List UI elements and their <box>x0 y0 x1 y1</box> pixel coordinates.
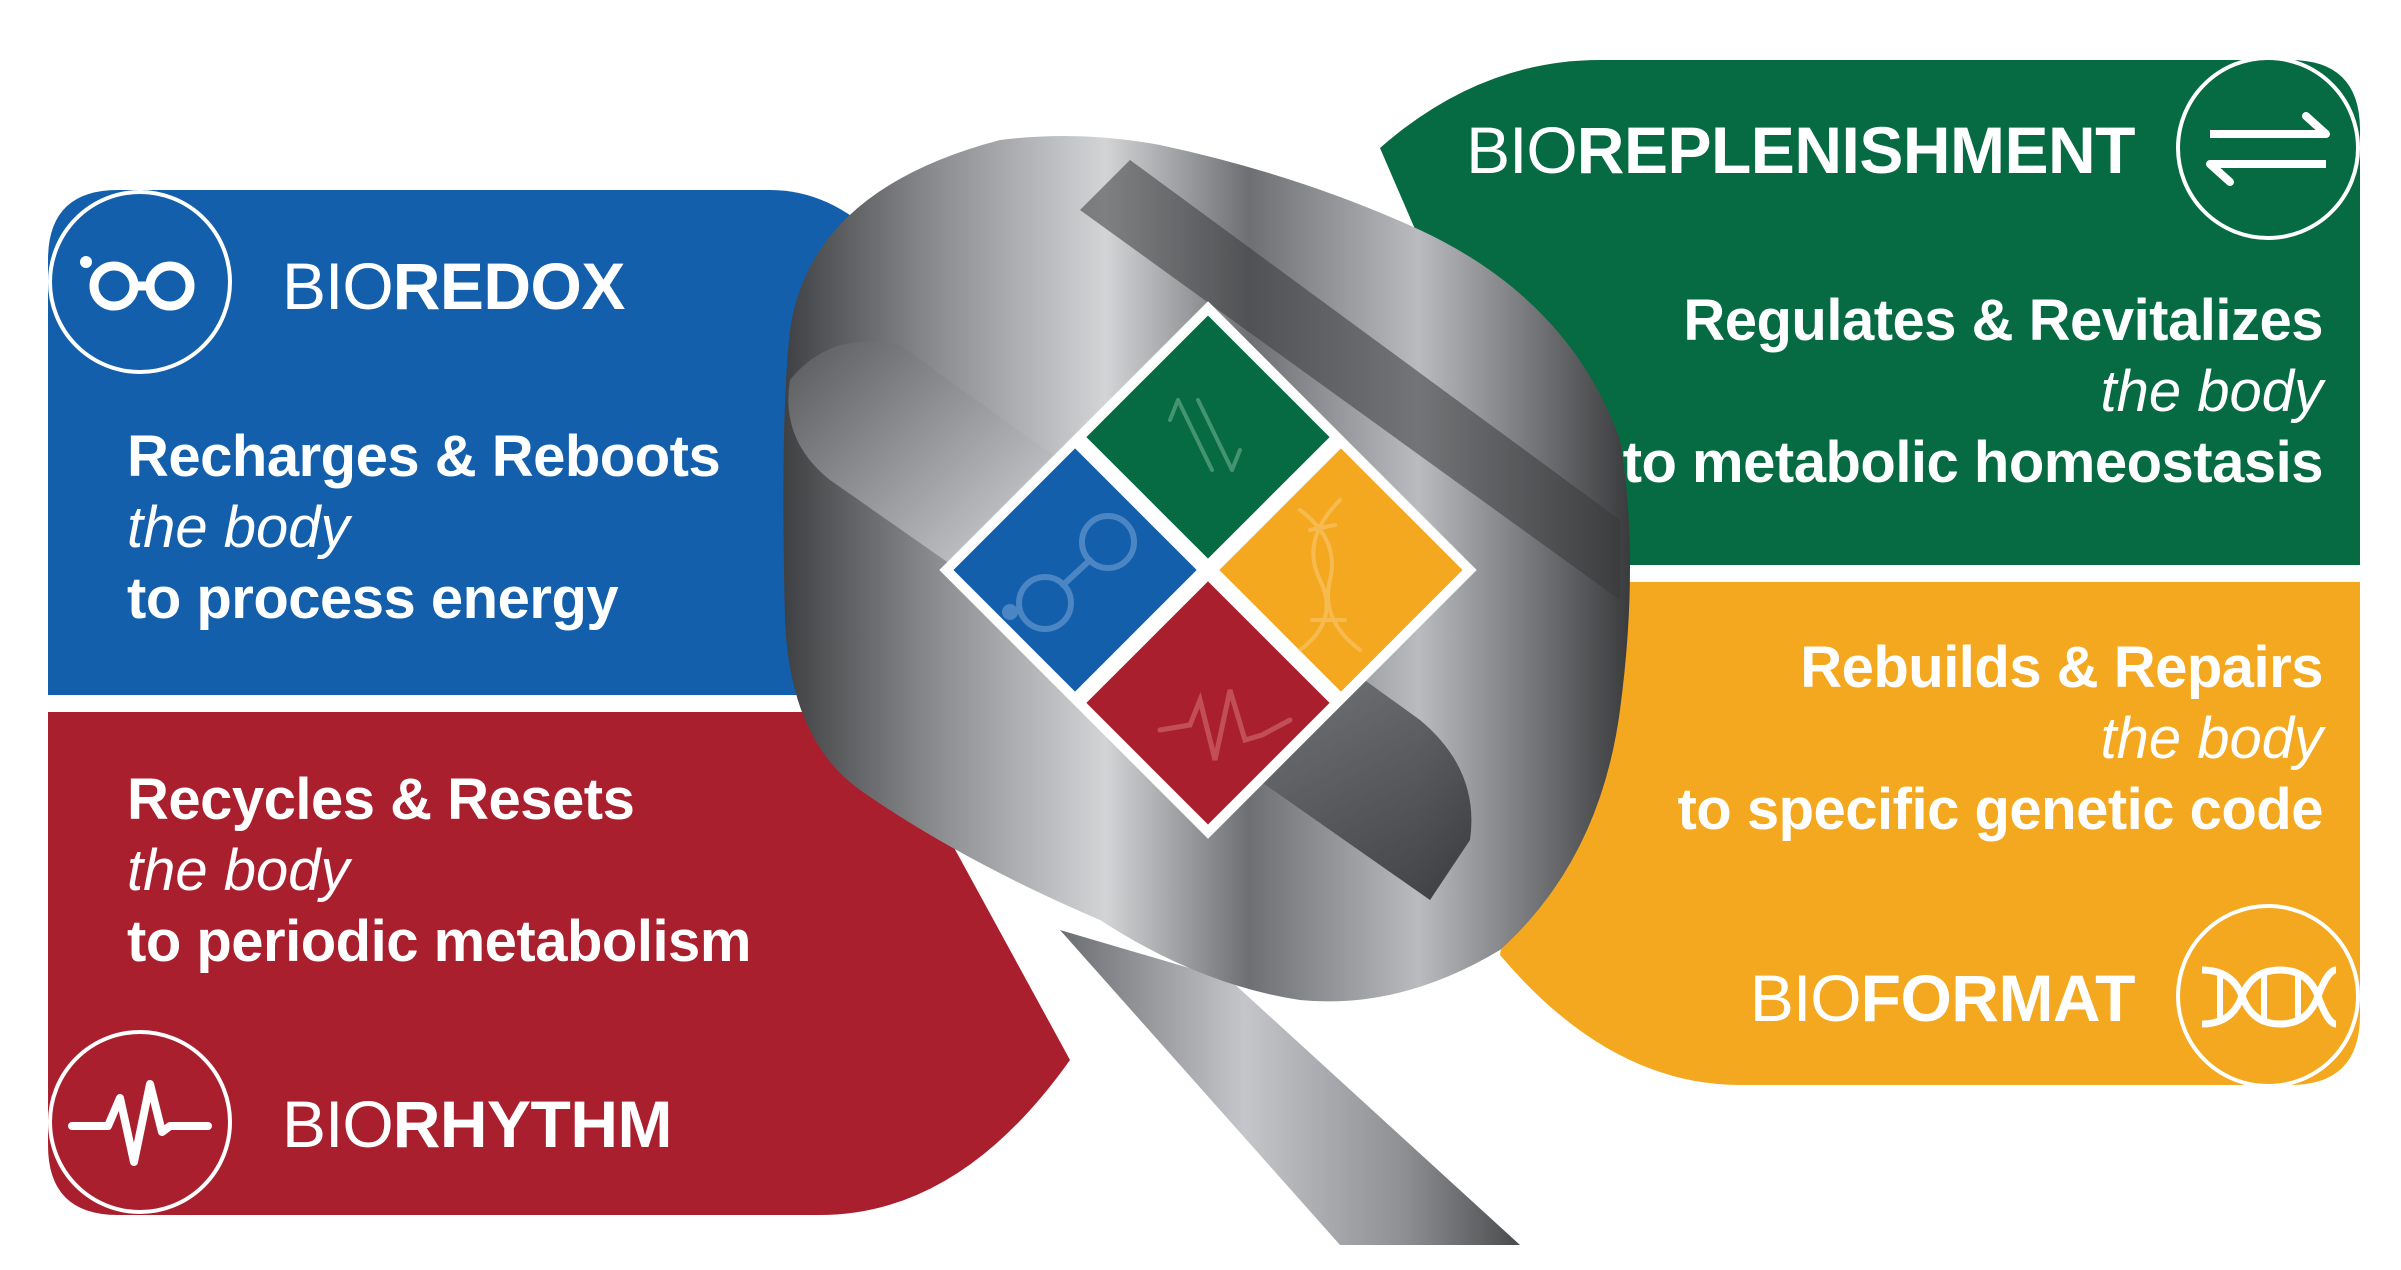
redox-glasses-icon <box>80 256 195 311</box>
exchange-arrows-icon <box>2206 112 2330 186</box>
bioreplenishment-icon-ring <box>2176 56 2360 240</box>
bioredox-description: Recharges & Reboots the body to process … <box>127 422 721 634</box>
bioformat-line2: the body <box>2100 705 2323 771</box>
biorhythm-title: BIORHYTHM <box>282 1087 673 1161</box>
biorhythm-icon-ring <box>48 1030 232 1214</box>
bioreplenishment-line1: Regulates & Revitalizes <box>1683 288 2323 353</box>
dna-icon <box>2201 966 2337 1028</box>
bioreplenishment-panel <box>1380 60 2360 565</box>
tile-green <box>1086 315 1330 559</box>
biorhythm-line2: the body <box>127 837 350 903</box>
tile-glasses-icon <box>1002 513 1137 632</box>
bioredox-line2: the body <box>127 494 350 560</box>
bioformat-line1: Rebuilds & Repairs <box>1800 635 2323 700</box>
biorhythm-line3: to periodic metabolism <box>127 908 751 974</box>
bioredox-line3: to process energy <box>127 565 619 631</box>
biorhythm-line1: Recycles & Resets <box>127 767 635 832</box>
bioredox-panel <box>48 190 880 695</box>
bioformat-panel <box>1500 582 2360 1085</box>
biorhythm-description: Recycles & Resets the body to periodic m… <box>127 765 751 977</box>
biorhythm-panel <box>48 712 1070 1215</box>
bioreplenishment-line3: to metabolic homeostasis <box>1622 429 2324 495</box>
bioformat-icon-ring <box>2176 904 2360 1088</box>
bioreplenishment-description: Regulates & Revitalizes the body to meta… <box>1622 286 2324 498</box>
bioformat-description: Rebuilds & Repairs the body to specific … <box>1677 633 2323 845</box>
tile-red <box>1086 581 1330 825</box>
bioredox-title: BIOREDOX <box>282 249 625 323</box>
heartbeat-icon <box>68 1080 212 1166</box>
tile-dna-icon <box>1298 498 1362 652</box>
bioredox-line1: Recharges & Reboots <box>127 424 721 489</box>
bioformat-line3: to specific genetic code <box>1677 776 2323 842</box>
tile-heartbeat-icon <box>1157 689 1293 761</box>
bioreplenishment-line2: the body <box>2100 358 2323 424</box>
tile-exchange-icon <box>1168 398 1242 472</box>
bioreplenishment-title: BIOREPLENISHMENT <box>1466 113 2135 187</box>
bioformat-title: BIOFORMAT <box>1749 961 2136 1035</box>
bioredox-icon-ring <box>48 190 232 374</box>
